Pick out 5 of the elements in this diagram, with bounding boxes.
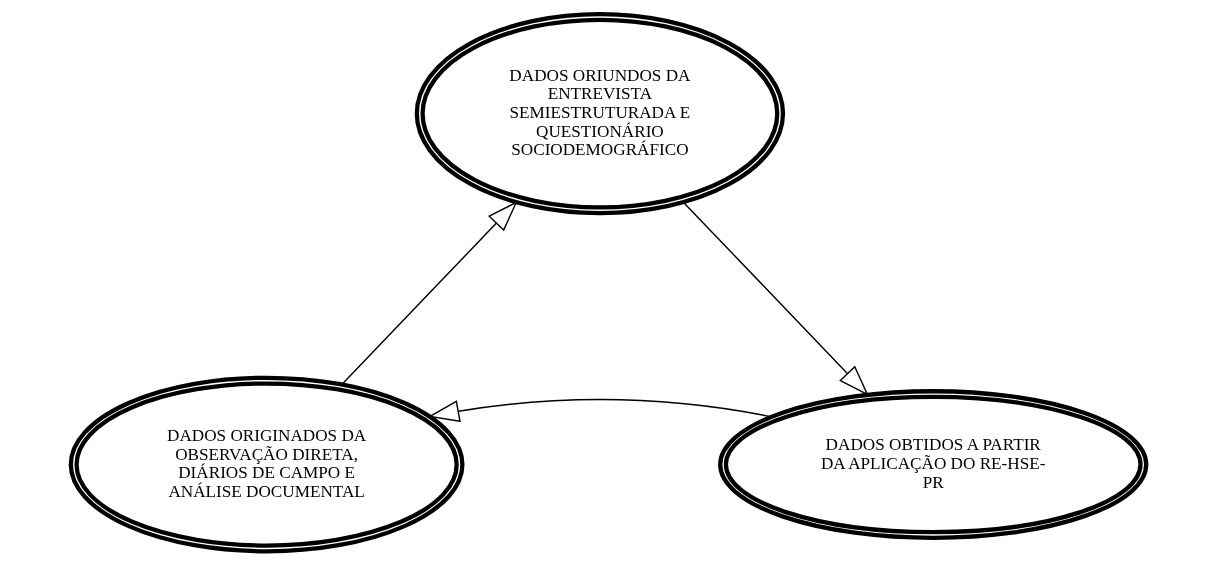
node-ellipse: DADOS ORIGINADOS DA OBSERVAÇÃO DIRETA, DIÁRIOS DE CAMPO E ANÁLISE DOCUMENTAL: [68, 375, 465, 554]
arrow: [341, 200, 518, 385]
node-ellipse: DADOS OBTIDOS A PARTIR DA APLICAÇÃO DO RE-HSE- PR: [718, 389, 1149, 540]
arrow: [682, 201, 869, 396]
node-ellipse: DADOS ORIUNDOS DA ENTREVISTA SEMIESTRUTURADA E QUESTIONÁRIO SOCIODEMOGRÁFICO: [414, 12, 786, 216]
